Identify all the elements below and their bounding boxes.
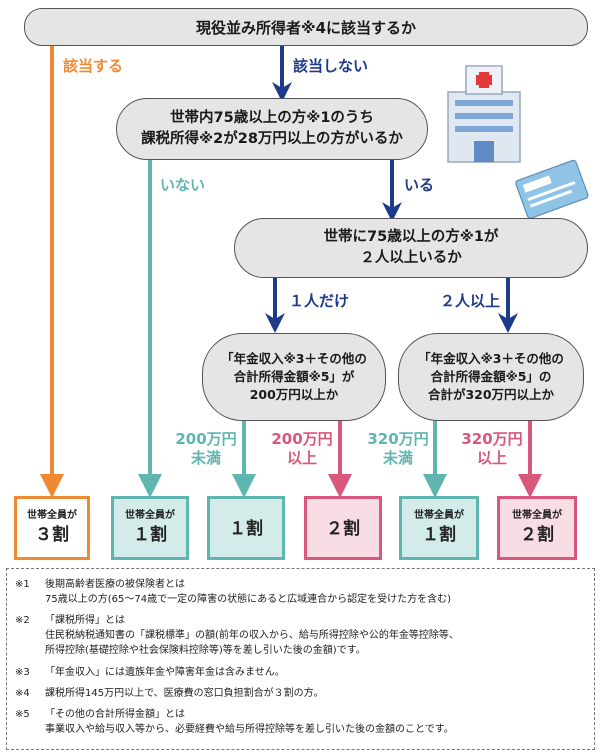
node-q2-line2: ２人以上いるか [360, 250, 462, 266]
edge-label-not-applicable: 該当しない [293, 57, 369, 75]
edge-label-under-320-b: 未満 [382, 449, 413, 467]
node-taxable-income-check: 世帯内75歳以上の方※1のうち 課税所得※2が28万円以上の方がいるか [116, 98, 428, 160]
result-top-1: 世帯全員が [27, 510, 77, 521]
edge-label-under-200-a: 200万円 [175, 430, 237, 448]
edge-label-applicable: 該当する [63, 57, 124, 75]
note-2-line-3: 所得控除(基礎控除や社会保険料控除等)等を差し引いた後の金額)です。 [45, 645, 366, 656]
result-value-6: ２割 [520, 525, 554, 545]
insurance-card-icon [515, 159, 589, 219]
edge-label-over-200-b: 以上 [286, 449, 317, 467]
result-box-2wari-household: 世帯全員が ２割 [497, 496, 577, 560]
result-top-6: 世帯全員が [512, 510, 562, 521]
hospital-icon [447, 65, 521, 163]
result-value-2: １割 [133, 525, 167, 545]
note-1-line-2: 75歳以上の方(65～74歳で一定の障害の状態にあると広域連合から認定を受けた方… [45, 594, 451, 605]
result-value-3: １割 [229, 519, 263, 539]
node-current-income-earner: 現役並み所得者※4に該当するか [24, 8, 588, 46]
footnotes-box: ※1 後期高齢者医療の被保険者とは 75歳以上の方(65～74歳で一定の障害の状… [6, 568, 595, 750]
note-5-line-2: 事業収入や給与収入等から、必要経費や給与所得控除等を差し引いた後の金額のことです… [45, 724, 454, 735]
edge-label-over-200-a: 200万円 [271, 430, 333, 448]
note-1-mark: ※1 [15, 579, 30, 590]
result-value-4: ２割 [326, 519, 360, 539]
node-income-200: 「年金収入※3＋その他の 合計所得金額※5」が 200万円以上か [202, 333, 386, 421]
node-q3-line1: 「年金収入※3＋その他の [221, 351, 367, 366]
node-q1-line2: 課税所得※2が28万円以上の方がいるか [141, 131, 403, 147]
note-2-line-2: 住民税納税通知書の「課税標準」の額(前年の収入から、給与所得控除や公的年金等控除… [45, 630, 459, 641]
node-income-320: 「年金収入※3＋その他の 合計所得金額※5」の 合計が320万円以上か [398, 333, 584, 421]
note-4-line-1: 課税所得145万円以上で、医療費の窓口負担割合が３割の方。 [45, 688, 324, 699]
edge-label-under-200-b: 未満 [190, 449, 221, 467]
edge-label-over-320-a: 320万円 [461, 430, 523, 448]
note-4-mark: ※4 [15, 688, 30, 699]
edge-label-exists: いる [404, 176, 435, 194]
note-3-line-1: 「年金収入」には遺族年金や障害年金は含みません。 [45, 667, 285, 678]
edge-label-under-320: 320万円 未満 [360, 430, 436, 468]
edge-label-under-320-a: 320万円 [367, 430, 429, 448]
node-q3-line2: 合計所得金額※5」が [233, 369, 355, 384]
result-box-1wari-household-2: 世帯全員が １割 [399, 496, 479, 560]
result-box-3wari: 世帯全員が ３割 [14, 496, 90, 560]
node-q4-line3: 合計が320万円以上か [427, 387, 555, 402]
node-q4-line1: 「年金収入※3＋その他の [418, 351, 564, 366]
edge-label-two-or-more: ２人以上 [440, 292, 501, 310]
node-q1-line1: 世帯内75歳以上の方※1のうち [170, 110, 374, 126]
result-top-5: 世帯全員が [414, 510, 464, 521]
note-5-line-1: 「その他の合計所得金額」とは [45, 709, 185, 720]
note-1-line-1: 後期高齢者医療の被保険者とは [45, 579, 185, 590]
result-box-2wari: ２割 [304, 496, 382, 560]
result-value-5: １割 [422, 525, 456, 545]
edge-label-under-200: 200万円 未満 [168, 430, 244, 468]
edge-label-over-320: 320万円 以上 [454, 430, 530, 468]
edge-label-over-200: 200万円 以上 [264, 430, 340, 468]
result-value-1: ３割 [35, 525, 69, 545]
node-q3-line3: 200万円以上か [249, 387, 339, 402]
node-q4-line2: 合計所得金額※5」の [430, 369, 552, 384]
note-2-mark: ※2 [15, 615, 30, 626]
result-box-1wari-household: 世帯全員が １割 [111, 496, 189, 560]
node-q2-line1: 世帯に75歳以上の方※1が [323, 229, 499, 245]
edge-label-one-person: １人だけ [289, 292, 350, 310]
edge-label-none: いない [160, 176, 206, 194]
note-5-mark: ※5 [15, 709, 30, 720]
note-3-mark: ※3 [15, 667, 30, 678]
node-root-text: 現役並み所得者※4に該当するか [195, 18, 417, 37]
edge-label-over-320-b: 以上 [476, 449, 507, 467]
node-two-or-more-75: 世帯に75歳以上の方※1が ２人以上いるか [234, 218, 588, 278]
result-box-1wari: １割 [207, 496, 285, 560]
result-top-2: 世帯全員が [125, 510, 175, 521]
note-2-line-1: 「課税所得」とは [45, 615, 125, 626]
